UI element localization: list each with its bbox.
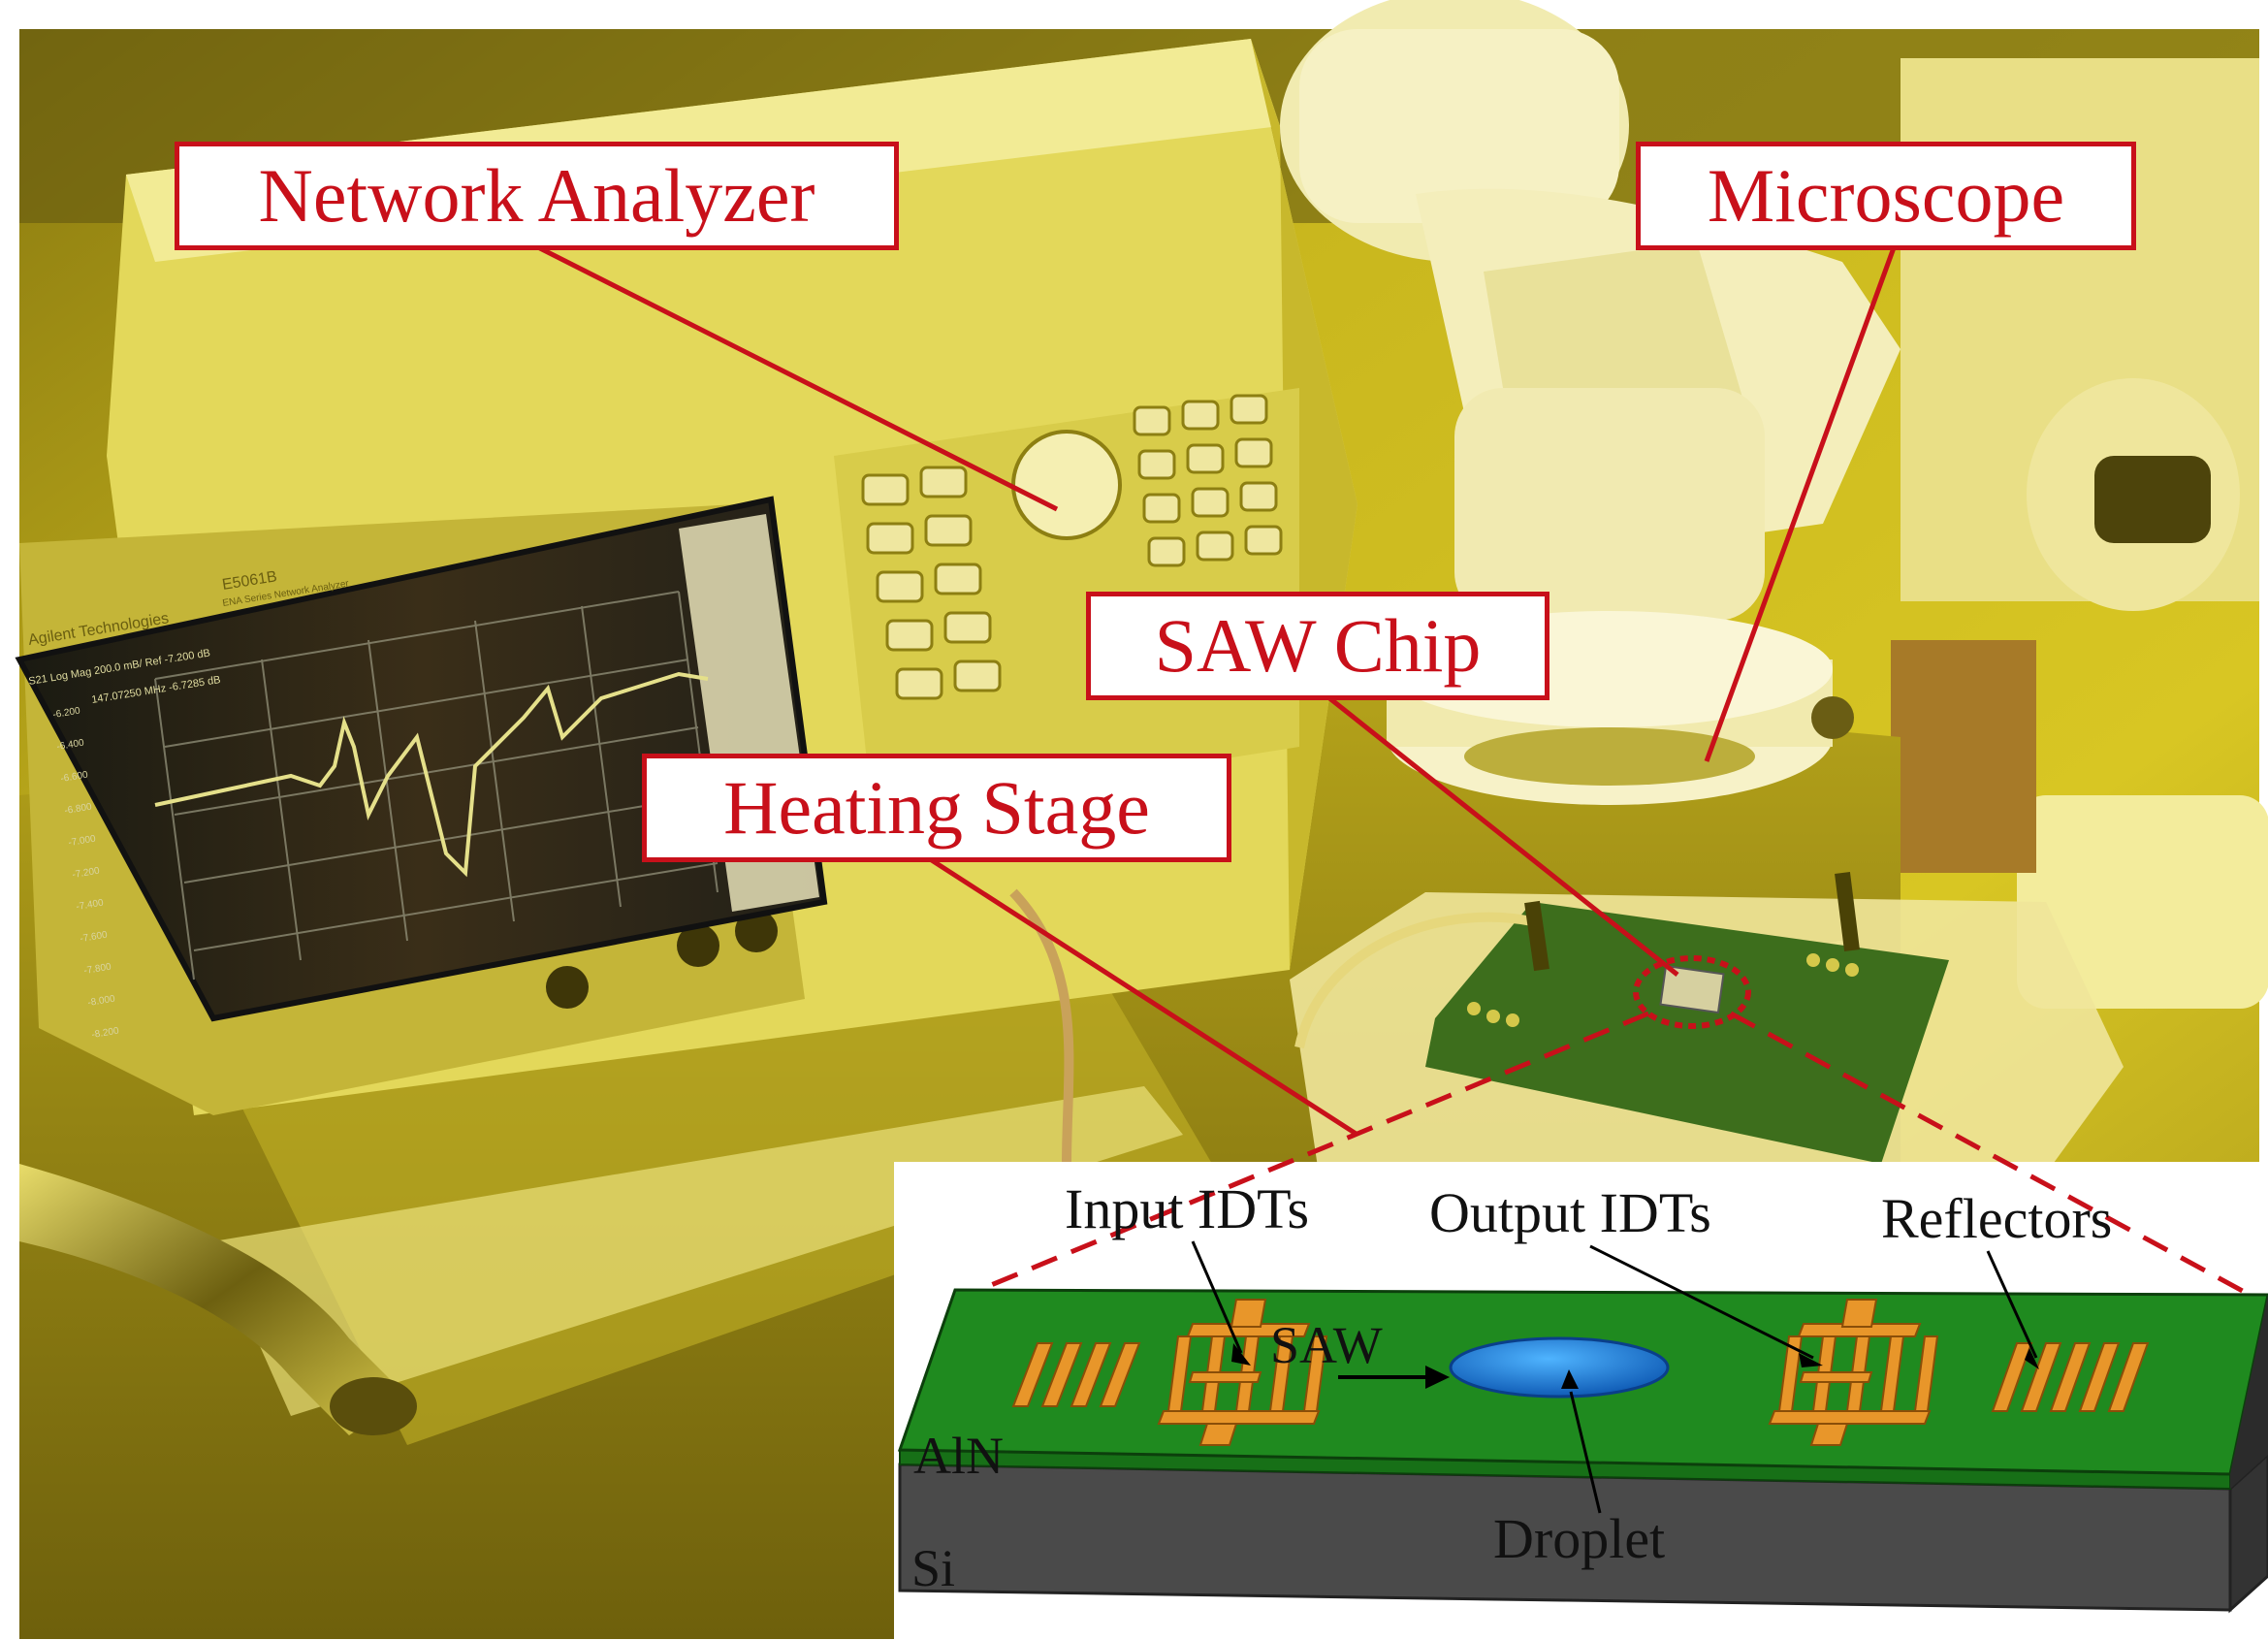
reflectors-label: Reflectors [1881,1187,2113,1250]
screen-y-tick: -8.200 [91,1026,120,1041]
callout-leader-lines [527,240,1899,1138]
network-analyzer-label: Network Analyzer [258,153,815,238]
saw-chip-label: SAW Chip [1154,603,1482,688]
screen-y-ticks: -6.200 -6.400 -6.600 -6.800 -7.000 -7.200 -7.4… [52,706,120,1041]
screen-y-tick: -7.200 [72,866,101,881]
screen-y-tick: -8.000 [87,994,116,1009]
screen-y-tick: -7.800 [83,962,112,977]
heating-stage-callout: Heating Stage [642,754,1231,862]
aln-label: AlN [913,1427,1004,1485]
output-idt [1768,1299,1939,1446]
saw-chip [1659,964,1725,1014]
screen-y-tick: -6.400 [56,738,85,753]
input-reflector [1011,1342,1141,1407]
droplet [1449,1336,1670,1399]
network-analyzer-callout: Network Analyzer [175,142,899,250]
keypad [861,394,1283,700]
input-idt [1157,1299,1328,1446]
zoom-dashed-lines [978,1011,2252,1298]
microscope-callout: Microscope [1636,142,2136,250]
output-reflector [1991,1342,2150,1412]
screen-y-tick: -7.000 [68,834,97,849]
chip-highlight-circle [1633,955,1751,1029]
screen-y-tick: -6.600 [60,770,89,785]
inset-leader-lines [1191,1240,2038,1514]
screen-y-tick: -6.200 [52,706,81,721]
saw-device-inset [894,1162,2268,1640]
heating-stage [1009,872,2124,1174]
saw-arrow [1338,1366,1450,1389]
screen-y-tick: -7.400 [76,898,105,913]
microscope-label: Microscope [1707,153,2065,238]
droplet-label: Droplet [1493,1507,1666,1570]
input-idts-label: Input IDTs [1065,1177,1310,1240]
si-label: Si [911,1539,956,1597]
output-idts-label: Output IDTs [1429,1181,1711,1244]
screen-y-tick: -6.800 [64,802,93,817]
screen-y-tick: -7.600 [80,930,109,945]
heating-stage-label: Heating Stage [723,765,1150,850]
pcb-board [1425,902,1949,1164]
saw-label: SAW [1270,1316,1383,1374]
rotary-knob [1011,430,1122,540]
saw-chip-callout: SAW Chip [1086,592,1549,700]
s21-trace [154,671,709,878]
